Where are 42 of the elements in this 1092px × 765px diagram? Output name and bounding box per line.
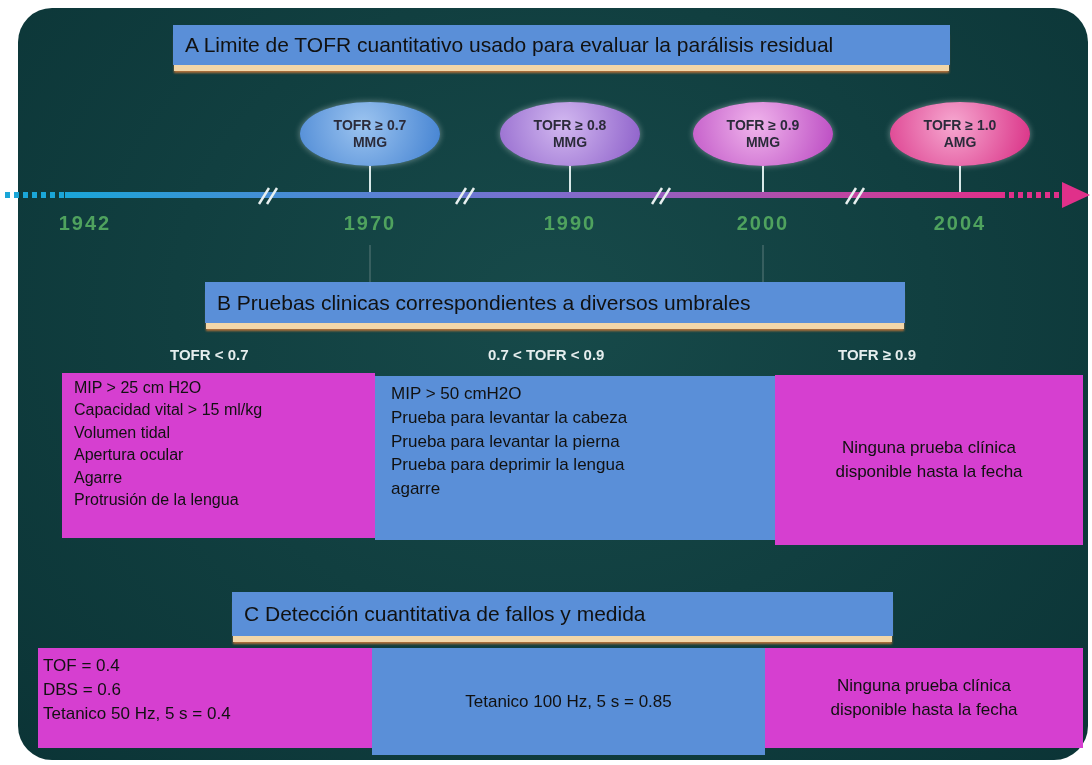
node-text: Tetanico 50 Hz, 5 s = 0.4	[43, 702, 231, 725]
node-text: Ninguna prueba clínica disponible hasta la fecha	[829, 675, 1019, 721]
node-text: TOFR ≥ 0.9	[726, 116, 800, 134]
year-label: 1942	[57, 212, 113, 235]
node-text: DBS = 0.6	[43, 678, 121, 701]
node-text: Protrusión de la lengua	[74, 489, 239, 510]
node-text: A Limite de TOFR cuantitativo usado para evaluar la parálisis residual	[185, 33, 834, 57]
node-text: MIP > 50 cmH2O	[391, 383, 522, 405]
node-text: Apertura ocular	[74, 445, 184, 466]
column-heading: 0.7 < TOFR < 0.9	[488, 346, 605, 363]
node-text: agarre	[391, 478, 441, 501]
test-list-panel	[38, 648, 372, 748]
node-text: Agarre	[74, 467, 123, 488]
test-list-panel	[375, 376, 775, 540]
node-text: Prueba para deprimir la lengua	[391, 454, 625, 477]
node-text: C Detección cuantitativa de fallos y medida	[244, 602, 646, 626]
column-heading: TOFR ≥ 0.9	[838, 346, 916, 363]
node-text: MMG	[552, 134, 588, 152]
test-list-panel	[765, 648, 1083, 748]
year-label: 1970	[342, 212, 398, 235]
column-heading: TOFR < 0.7	[170, 346, 249, 363]
node-text: Prueba para levantar la pierna	[391, 430, 620, 453]
node-text: MMG	[352, 134, 388, 152]
node-text: AMG	[943, 134, 977, 152]
node-text: MIP > 25 cm H2O	[74, 378, 202, 398]
node-text: MMG	[745, 134, 781, 152]
node-text: Volumen tidal	[74, 422, 171, 443]
node-text: TOFR ≥ 0.7	[333, 116, 407, 134]
test-list-panel	[775, 375, 1083, 545]
year-label: 1990	[542, 212, 598, 235]
node-text: TOFR ≥ 1.0	[923, 116, 997, 134]
node-text: TOFR ≥ 0.8	[533, 116, 607, 134]
node-text: Ninguna prueba clínica disponible hasta la fecha	[834, 437, 1024, 483]
node-text: B Pruebas clinicas correspondientes a diversos umbrales	[217, 290, 751, 315]
test-list-panel	[372, 648, 765, 755]
node-text: Capacidad vital > 15 ml/kg	[74, 400, 263, 421]
year-label: 2000	[735, 212, 791, 235]
node-text: Prueba para levantar la cabeza	[391, 406, 628, 429]
node-text: Tetanico 100 Hz, 5 s = 0.85	[465, 690, 672, 713]
node-text: TOF = 0.4	[43, 655, 120, 677]
year-label: 2004	[932, 212, 988, 235]
test-list-panel	[62, 373, 375, 538]
